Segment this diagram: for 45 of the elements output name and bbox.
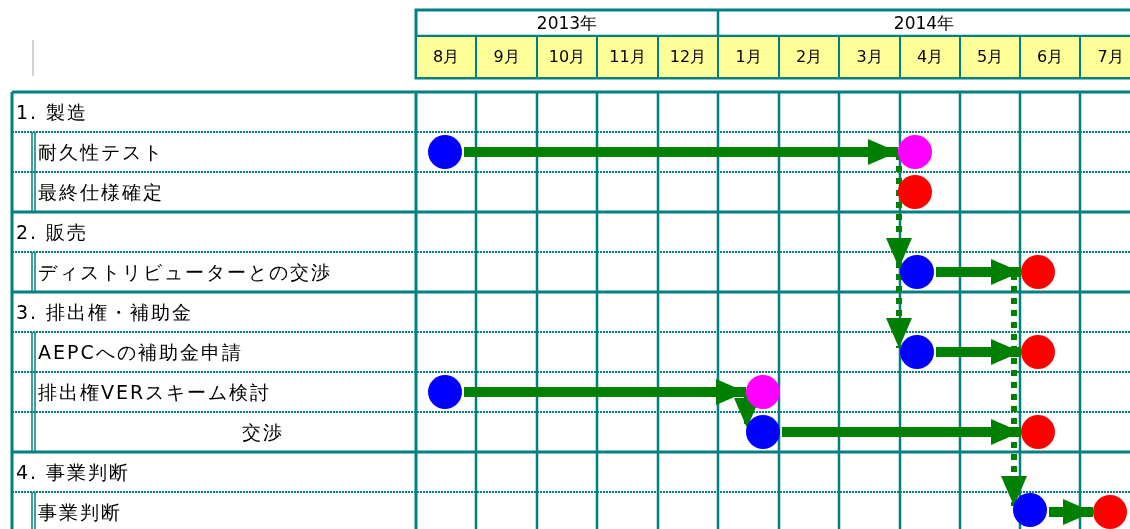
- month-header: 3月: [838, 35, 901, 79]
- arrow: [1001, 274, 1027, 506]
- task-label: ディストリビューターとの交渉: [38, 260, 332, 284]
- task-label: AEPCへの補助金申請: [38, 340, 243, 364]
- milestone-circle: [898, 175, 932, 209]
- month-header: 9月: [475, 35, 538, 79]
- arrow: [936, 259, 1021, 285]
- year-header: 2014年: [892, 12, 956, 35]
- month-header: 7月: [1079, 35, 1130, 79]
- milestone-circle: [1021, 335, 1055, 369]
- milestone-circle: [900, 255, 934, 289]
- milestone-circle: [1093, 495, 1127, 529]
- milestone-circle: [746, 415, 780, 449]
- arrow: [1049, 499, 1093, 525]
- milestone-circle: [746, 375, 780, 409]
- milestone-circle: [1021, 415, 1055, 449]
- milestone-circle: [1013, 493, 1047, 527]
- category-label: 2. 販売: [16, 220, 89, 244]
- month-header: 12月: [657, 35, 719, 79]
- task-label: 最終仕様確定: [38, 180, 164, 204]
- category-label: 4. 事業判断: [16, 460, 131, 484]
- month-header: 6月: [1019, 35, 1081, 79]
- milestone-circle: [898, 135, 932, 169]
- task-label: 交渉: [242, 420, 284, 444]
- year-header: 2013年: [535, 12, 599, 35]
- category-label: 3. 排出権・補助金: [16, 300, 194, 324]
- month-header: 11月: [596, 35, 659, 79]
- month-header: 5月: [959, 35, 1021, 79]
- category-label: 1. 製造: [16, 100, 89, 124]
- month-header: 4月: [899, 35, 961, 79]
- arrow: [936, 339, 1021, 365]
- milestone-circle: [428, 135, 462, 169]
- arrow: [464, 139, 898, 165]
- milestone-circle: [900, 335, 934, 369]
- month-header: 2月: [778, 35, 840, 79]
- arrow: [464, 379, 746, 405]
- month-header: 10月: [536, 35, 598, 79]
- month-header: 8月: [415, 35, 477, 79]
- task-label: 排出権VERスキーム検討: [38, 380, 272, 404]
- milestone-circle: [428, 375, 462, 409]
- task-label: 事業判断: [38, 500, 122, 524]
- milestone-circle: [1021, 255, 1055, 289]
- month-header: 1月: [717, 35, 780, 79]
- arrow: [782, 419, 1021, 445]
- task-label: 耐久性テスト: [38, 140, 164, 164]
